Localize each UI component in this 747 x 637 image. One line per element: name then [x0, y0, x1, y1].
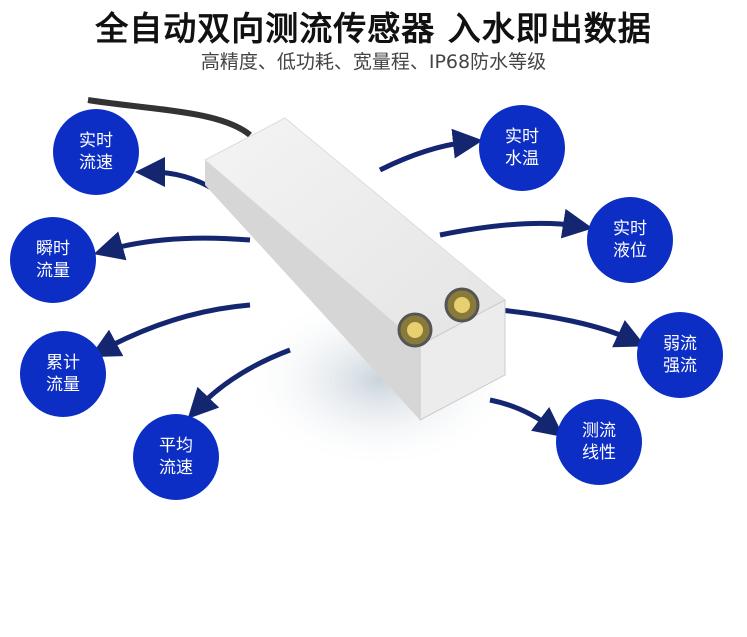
sensor-body: [204, 117, 506, 421]
arrow-average-velocity: [187, 347, 291, 419]
headline: 全自动双向测流传感器 入水即出数据: [95, 9, 652, 48]
arrows: [89, 128, 646, 438]
arrow-instant-flow: [93, 231, 251, 261]
arrow-level: [439, 208, 593, 239]
feature-weak-strong-flow: 弱流强流: [637, 312, 723, 398]
feature-realtime-velocity: 实时流速: [53, 109, 139, 195]
cable: [87, 97, 252, 138]
feature-flow-linearity: 测流线性: [556, 399, 642, 485]
feature-water-temperature: 实时水温: [479, 105, 565, 191]
feature-instant-flow: 瞬时流量: [10, 217, 96, 303]
arrow-linearity: [489, 397, 564, 438]
subheadline: 高精度、低功耗、宽量程、IP68防水等级: [200, 51, 547, 73]
feature-average-velocity: 平均流速: [133, 414, 219, 500]
arrow-flow-strength: [499, 307, 646, 348]
feature-cumulative-flow: 累计流量: [20, 331, 106, 417]
feature-liquid-level: 实时液位: [587, 197, 673, 283]
arrow-cumulative-flow: [89, 302, 251, 358]
arrow-water-temp: [378, 128, 483, 173]
